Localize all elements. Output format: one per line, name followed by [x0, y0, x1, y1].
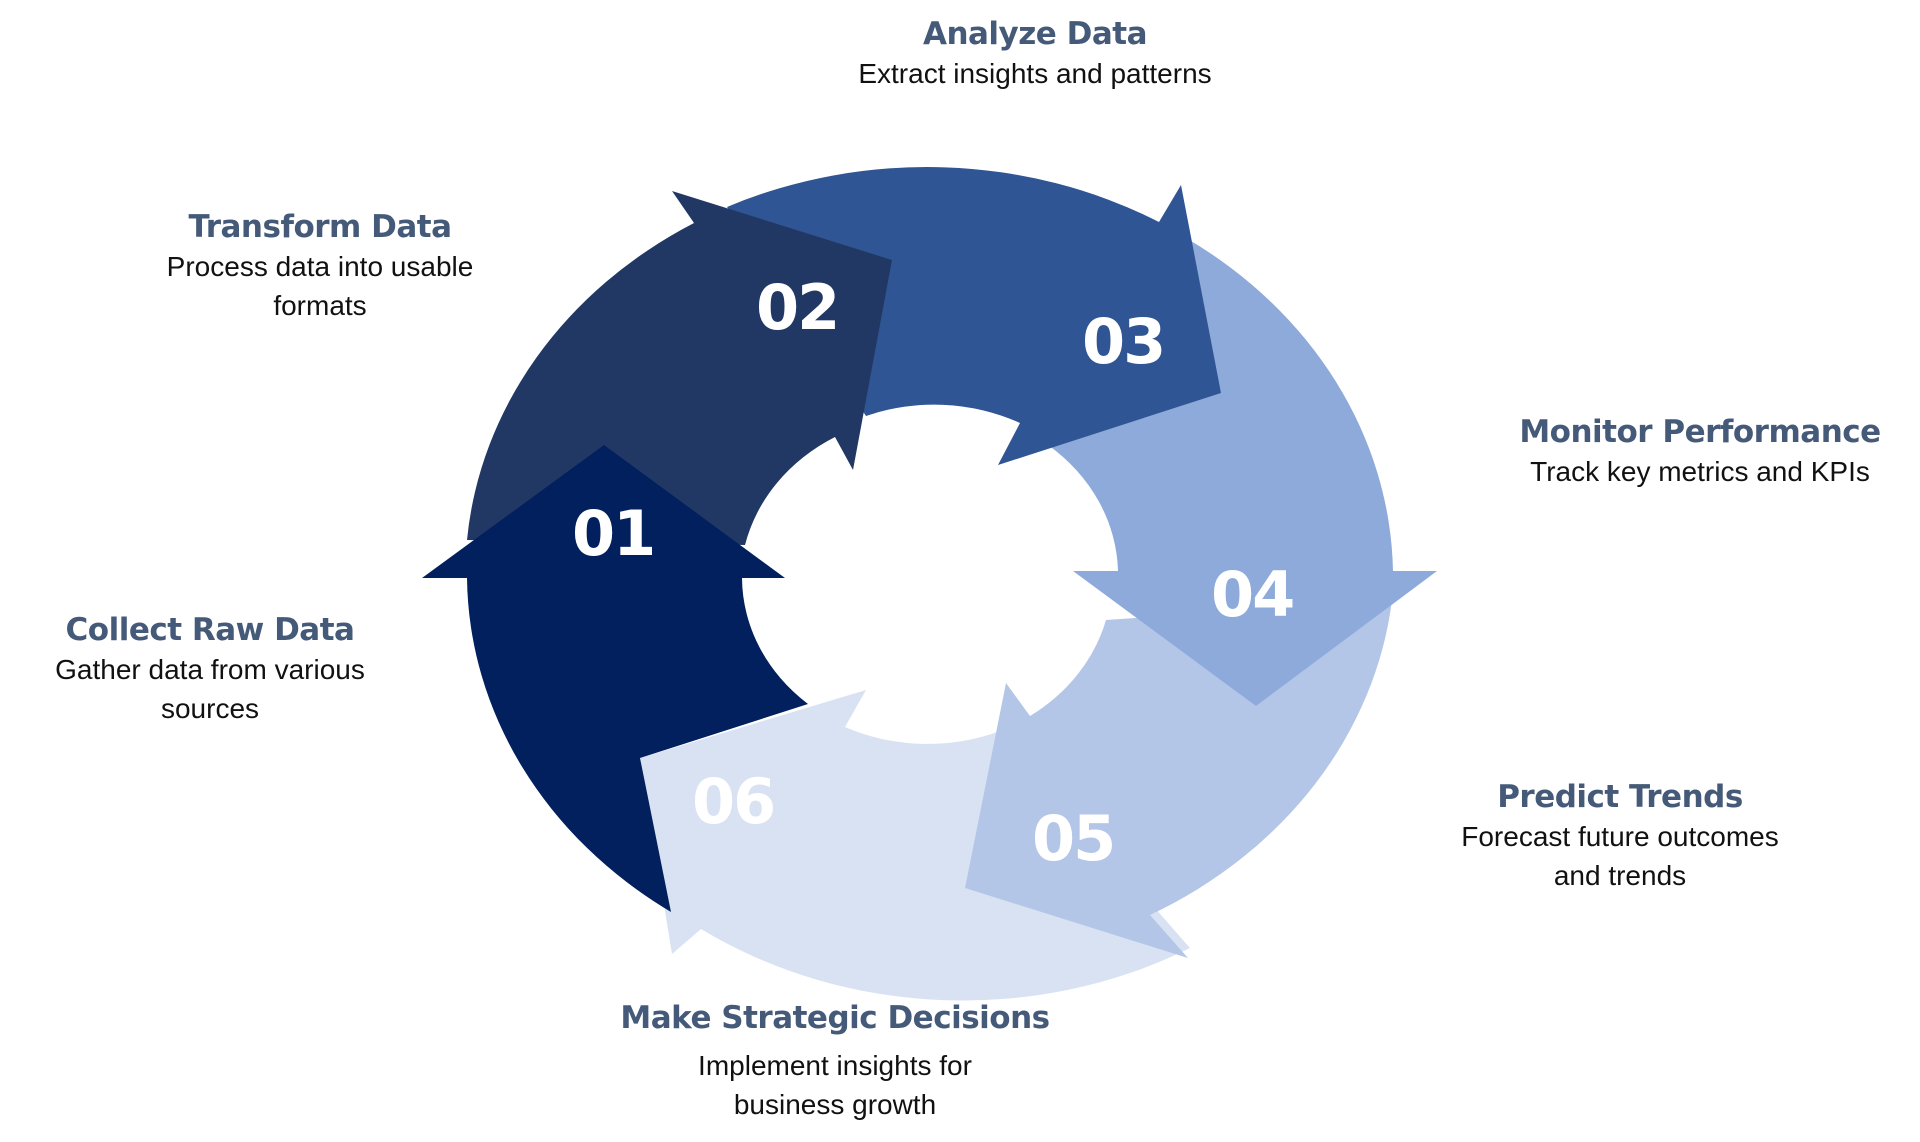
step-number-05: 05 [1032, 802, 1114, 875]
step-label-02: Transform Data Process data into usable … [130, 207, 510, 325]
step-number-06: 06 [692, 765, 774, 838]
segment-02-band [467, 191, 892, 545]
step-title-04: Monitor Performance [1519, 414, 1881, 450]
step-desc-03-line1: Extract insights and patterns [858, 58, 1212, 89]
step-desc-06-line1: Implement insights for [698, 1050, 972, 1081]
step-desc-02-line1: Process data into usable [166, 251, 474, 282]
step-title-06: Make Strategic Decisions [620, 1000, 1050, 1036]
step-title-05: Predict Trends [1497, 779, 1743, 815]
step-title-02: Transform Data [188, 209, 452, 245]
segment-01 [422, 445, 808, 912]
step-desc-02-line2: formats [273, 290, 367, 321]
step-desc-01-line1: Gather data from various [55, 654, 365, 685]
segment-05-band [965, 600, 1392, 958]
segment-02 [467, 191, 892, 545]
step-desc-06-line2: business growth [733, 1089, 937, 1120]
step-desc-05-line2: and trends [1553, 860, 1687, 891]
segment-06 [640, 690, 1190, 1001]
step-title-01: Collect Raw Data [65, 612, 355, 648]
step-number-01: 01 [572, 497, 654, 570]
step-label-01: Collect Raw Data Gather data from variou… [20, 610, 400, 728]
step-label-04: Monitor Performance Track key metrics an… [1500, 412, 1900, 491]
step-number-04: 04 [1211, 558, 1293, 631]
step-number-03: 03 [1082, 305, 1164, 378]
step-desc-04-line1: Track key metrics and KPIs [1530, 456, 1870, 487]
segment-05 [965, 600, 1392, 958]
segment-01-band [422, 445, 808, 912]
step-number-02: 02 [756, 271, 838, 344]
step-title-03: Analyze Data [922, 16, 1148, 52]
segment-06-band [640, 690, 1190, 1001]
step-desc-05-line1: Forecast future outcomes [1461, 821, 1779, 852]
step-desc-01-line2: sources [160, 693, 260, 724]
step-label-06: Make Strategic Decisions Implement insig… [610, 998, 1060, 1124]
step-label-05: Predict Trends Forecast future outcomes … [1420, 777, 1820, 895]
step-label-03: Analyze Data Extract insights and patter… [835, 14, 1235, 93]
